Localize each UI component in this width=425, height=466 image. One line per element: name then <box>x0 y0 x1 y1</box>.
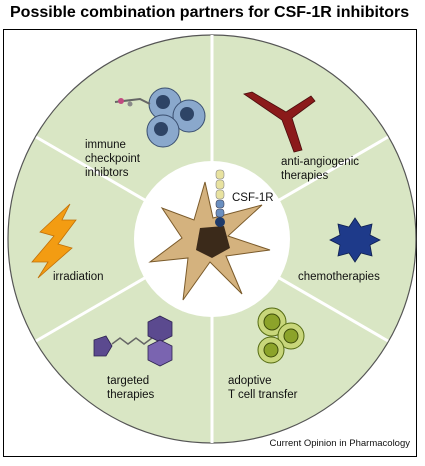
tcell-cluster-icon <box>114 87 206 148</box>
chemotherapies-label: chemotherapies <box>298 271 380 283</box>
figure-title: Possible combination partners for CSF-1R… <box>10 4 410 21</box>
journal-credit: Current Opinion in Pharmacology <box>270 438 411 449</box>
targeted-molecule-icon <box>93 315 173 367</box>
chemotherapy-star-icon <box>329 217 381 263</box>
nucleus-icon <box>196 226 230 258</box>
blood-vessel-icon <box>243 91 316 153</box>
adoptive-tcell-label: adoptive T cell transfer <box>228 375 298 401</box>
irradiation-label: irradiation <box>53 271 104 283</box>
macrophage-icon <box>148 181 271 301</box>
immune-checkpoint-label: immune checkpoint inhibtors <box>85 139 143 179</box>
csf1r-receptor-icon <box>215 169 225 227</box>
lightning-bolt-icon <box>31 203 77 279</box>
csf1r-label: CSF-1R <box>232 192 274 204</box>
adoptive-tcell-icon <box>257 307 305 364</box>
anti-angiogenic-label: anti-angiogenic therapies <box>281 156 362 182</box>
targeted-therapies-label: targeted therapies <box>107 375 155 401</box>
